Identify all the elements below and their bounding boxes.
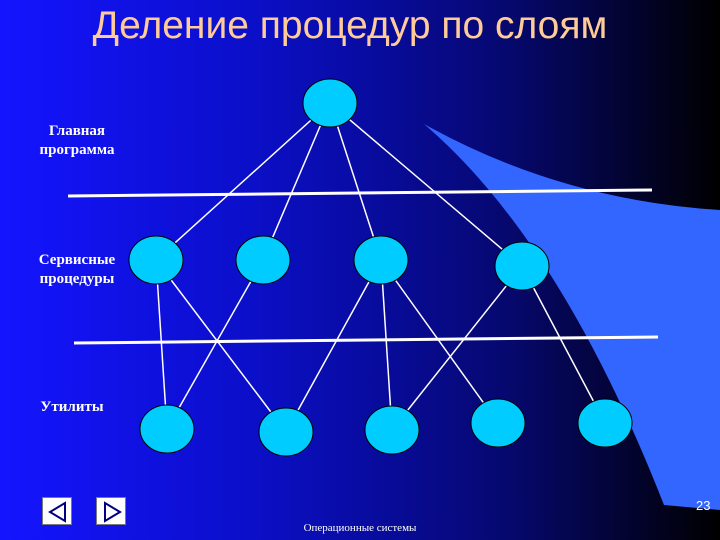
- diagram-edges: [155, 102, 606, 433]
- level-label-service-line2: процедуры: [39, 271, 115, 287]
- edge: [166, 259, 264, 430]
- triangle-right-icon: [104, 501, 122, 523]
- level-label-main-line1: Главная: [48, 123, 106, 139]
- edge: [329, 102, 523, 267]
- edge: [262, 102, 331, 261]
- service-procedure-node: [494, 241, 550, 291]
- utility-node: [577, 398, 633, 448]
- utility-node: [364, 405, 420, 455]
- edge: [155, 259, 287, 433]
- utility-node: [470, 398, 526, 448]
- edge: [329, 102, 382, 261]
- level-label-main-line2: программа: [39, 142, 115, 158]
- prev-slide-button[interactable]: [42, 497, 72, 525]
- level-label-service: Сервисные процедуры: [22, 251, 132, 289]
- page-number: 23: [696, 498, 711, 513]
- edge: [380, 259, 499, 424]
- service-procedure-node: [128, 235, 184, 285]
- edge: [155, 102, 331, 261]
- slide-title: Деление процедур по слоям: [92, 4, 608, 47]
- utility-node: [139, 404, 195, 454]
- edge: [155, 259, 168, 430]
- service-procedure-node: [353, 235, 409, 285]
- edge: [391, 265, 523, 431]
- service-procedure-node: [235, 235, 291, 285]
- edge: [521, 265, 606, 424]
- next-slide-button[interactable]: [96, 497, 126, 525]
- edge: [285, 259, 382, 433]
- decorative-swoosh: [424, 124, 720, 510]
- level-label-utilities: Утилиты: [40, 399, 104, 415]
- triangle-left-icon: [48, 501, 66, 523]
- level-label-main: Главная программа: [22, 122, 132, 160]
- slide-footer: Операционные системы: [303, 522, 417, 534]
- level-label-service-line1: Сервисные: [38, 252, 116, 268]
- utility-node: [258, 407, 314, 457]
- edge: [380, 259, 393, 431]
- main-program-node: [302, 78, 358, 128]
